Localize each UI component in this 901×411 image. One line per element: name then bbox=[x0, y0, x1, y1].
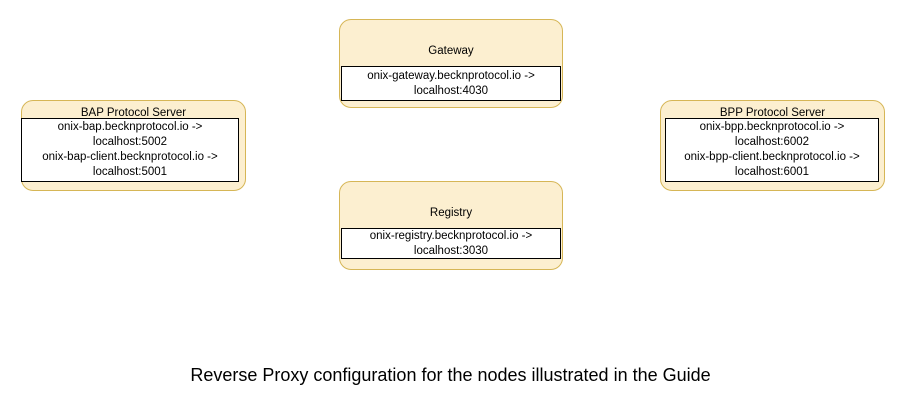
node-bap-config-panel: onix-bap.becknprotocol.io -> localhost:5… bbox=[21, 118, 239, 182]
config-line: localhost:3030 bbox=[413, 244, 489, 257]
config-line: onix-registry.becknprotocol.io -> bbox=[369, 229, 533, 242]
config-line: localhost:4030 bbox=[413, 84, 489, 97]
node-bpp-config-panel: onix-bpp.becknprotocol.io -> localhost:6… bbox=[665, 118, 879, 182]
node-gateway-config-panel: onix-gateway.becknprotocol.io -> localho… bbox=[341, 66, 561, 101]
diagram-caption: Reverse Proxy configuration for the node… bbox=[190, 365, 711, 385]
config-line: localhost:5001 bbox=[92, 166, 168, 178]
config-line: onix-bpp.becknprotocol.io -> bbox=[699, 121, 845, 133]
config-line: localhost:6001 bbox=[734, 166, 810, 178]
node-bpp-protocol-server-title: BPP Protocol Server bbox=[719, 107, 826, 119]
node-bap-protocol-server-title: BAP Protocol Server bbox=[80, 107, 187, 119]
node-registry-title: Registry bbox=[429, 207, 473, 219]
config-line: onix-bap-client.becknprotocol.io -> bbox=[42, 151, 218, 163]
node-registry-config-panel: onix-registry.becknprotocol.io -> localh… bbox=[341, 228, 561, 259]
config-line: localhost:6002 bbox=[734, 136, 810, 148]
config-line: onix-bap.becknprotocol.io -> bbox=[57, 121, 203, 133]
config-line: localhost:5002 bbox=[92, 136, 168, 148]
config-line: onix-gateway.becknprotocol.io -> bbox=[367, 69, 535, 82]
node-gateway-title: Gateway bbox=[428, 45, 474, 57]
config-line: onix-bpp-client.becknprotocol.io -> bbox=[684, 151, 860, 163]
